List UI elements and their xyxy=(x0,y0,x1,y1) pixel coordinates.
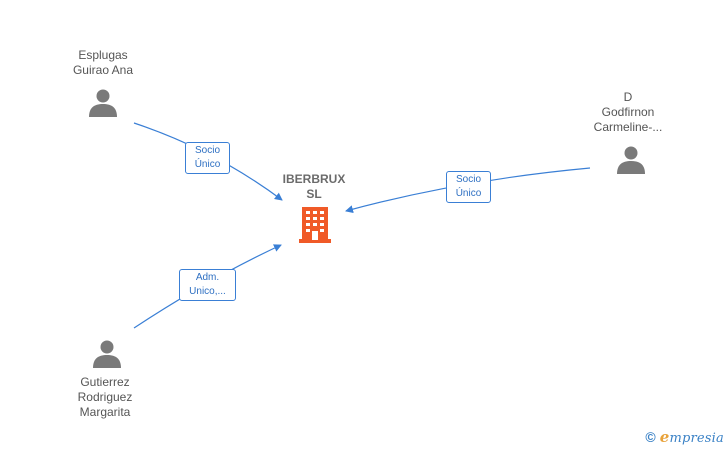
person-name-line: Margarita xyxy=(79,405,131,419)
person-name-esplugas: Esplugas Guirao Ana xyxy=(53,48,153,78)
person-name-line: Rodriguez xyxy=(77,390,133,404)
relation-label-adm-unico[interactable]: Adm. Unico,... xyxy=(179,269,236,301)
relation-label-line: Socio xyxy=(455,174,481,185)
brand-logo: empresia xyxy=(660,428,724,446)
person-name-line: Gutierrez xyxy=(80,375,130,389)
copyright-icon: © xyxy=(645,429,656,445)
person-name-line: Carmeline-... xyxy=(593,120,663,134)
relation-label-line: Único xyxy=(194,159,221,170)
relation-label-line: Socio xyxy=(194,145,220,156)
person-icon[interactable] xyxy=(92,339,122,369)
person-name-line: Guirao Ana xyxy=(72,63,134,77)
relation-label-socio-unico[interactable]: Socio Único xyxy=(446,171,491,203)
brand-rest: mpresia xyxy=(669,431,724,446)
person-name-line: D xyxy=(623,90,633,104)
company-name-line: IBERBRUX xyxy=(282,172,346,186)
company-name: IBERBRUX SL xyxy=(264,172,364,202)
building-icon[interactable] xyxy=(299,207,331,243)
relation-label-line: Unico,... xyxy=(189,286,226,297)
person-icon[interactable] xyxy=(88,88,118,118)
empresia-watermark[interactable]: © empresia xyxy=(645,428,724,446)
brand-initial: e xyxy=(659,428,670,446)
person-icon[interactable] xyxy=(616,145,646,175)
person-name-line: Esplugas xyxy=(78,48,128,62)
company-name-line: SL xyxy=(306,187,322,201)
relation-label-socio-unico[interactable]: Socio Único xyxy=(185,142,230,174)
relation-label-line: Único xyxy=(455,188,482,199)
person-name-gutierrez: Gutierrez Rodriguez Margarita xyxy=(55,375,155,420)
relation-label-line: Adm. xyxy=(195,272,220,283)
person-name-line: Godfirnon xyxy=(601,105,655,119)
person-name-godfirnon: D Godfirnon Carmeline-... xyxy=(578,90,678,135)
